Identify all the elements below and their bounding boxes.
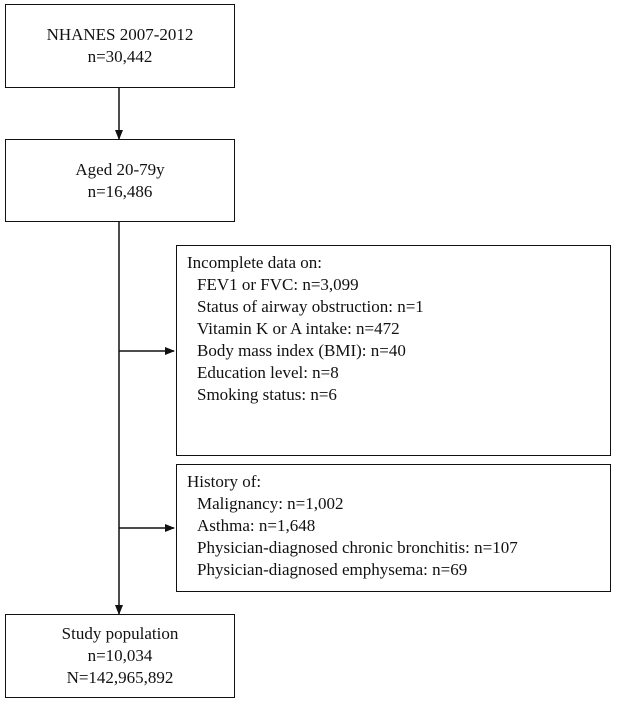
history-item: Physician-diagnosed emphysema: n=69 — [197, 560, 468, 579]
incomplete-heading: Incomplete data on: — [187, 253, 323, 272]
study-population-box: Study population n=10,034 N=142,965,892 — [5, 614, 235, 698]
history-item: Malignancy: n=1,002 — [197, 494, 344, 513]
history-heading: History of: — [187, 472, 262, 491]
study-N: N=142,965,892 — [66, 668, 174, 687]
aged-n: n=16,486 — [87, 181, 153, 201]
study-title: Study population — [61, 624, 179, 643]
nhanes-n: n=30,442 — [87, 47, 153, 66]
incomplete-item: Body mass index (BMI): n=40 — [197, 341, 406, 360]
history-item: Asthma: n=1,648 — [197, 516, 316, 535]
history-box: History of: Malignancy: n=1,002 Asthma: … — [176, 464, 611, 592]
aged-title: Aged 20-79y — [75, 159, 165, 179]
incomplete-item: FEV1 or FVC: n=3,099 — [197, 275, 359, 294]
incomplete-item: Education level: n=8 — [197, 363, 339, 382]
nhanes-box: NHANES 2007-2012 n=30,442 — [5, 4, 235, 88]
incomplete-item: Vitamin K or A intake: n=472 — [197, 319, 400, 338]
study-n: n=10,034 — [87, 646, 153, 665]
aged-box: Aged 20-79y n=16,486 — [5, 139, 235, 222]
incomplete-item: Smoking status: n=6 — [197, 385, 337, 404]
incomplete-data-box: Incomplete data on: FEV1 or FVC: n=3,099… — [176, 245, 611, 456]
nhanes-title: NHANES 2007-2012 — [46, 25, 194, 44]
incomplete-item: Status of airway obstruction: n=1 — [197, 297, 424, 316]
history-item: Physician-diagnosed chronic bronchitis: … — [197, 538, 518, 557]
